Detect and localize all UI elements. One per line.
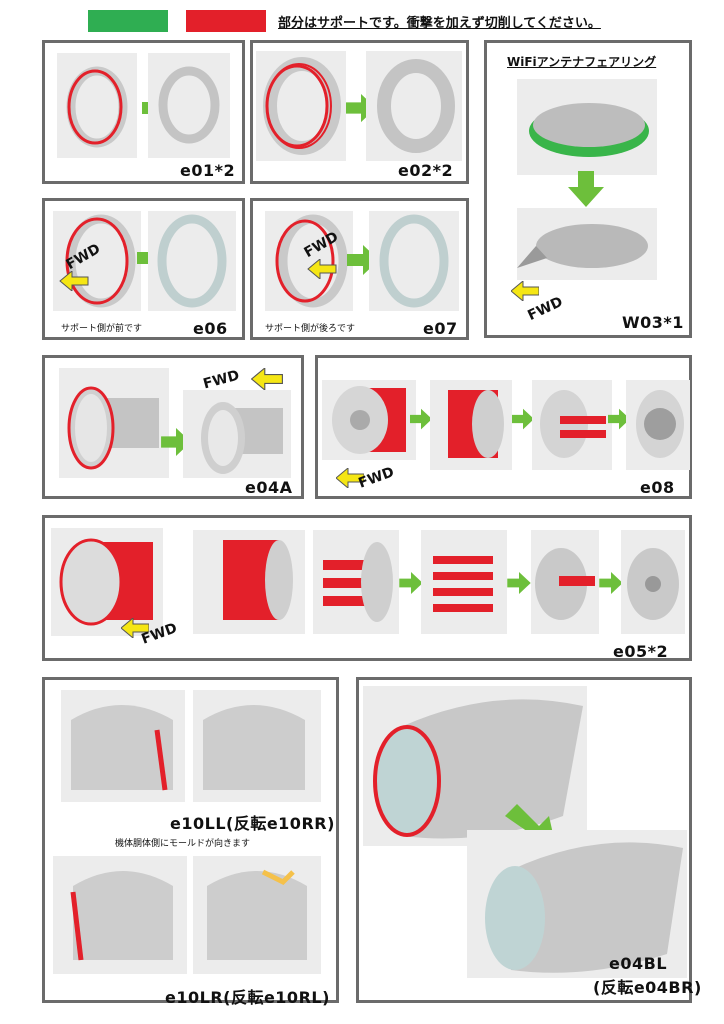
part-label-e04bl: e04BL [609, 954, 668, 973]
panel-e04b: e04BL (反転e04BR) [356, 677, 701, 1003]
fwd-arrow-icon [251, 368, 283, 390]
mold-note: 機体胴体側にモールドが向きます [115, 839, 251, 849]
arrow-right-icon [399, 572, 423, 594]
support-note: サポート側が前です [61, 324, 143, 334]
image-w03-with-support [517, 79, 657, 175]
image-e08-step3 [532, 380, 612, 470]
panel-e01: e01*2 [42, 40, 245, 184]
part-label-e10lr: e10LR(反転e10RL) [165, 988, 330, 1007]
panel-e06: FWD サポート側が前です e06 [42, 198, 245, 340]
image-e05-step4 [531, 530, 599, 634]
panel-e04a: FWD e04A [42, 355, 304, 499]
fwd-label: FWD [201, 367, 242, 393]
legend-red-swatch [186, 10, 266, 32]
image-e05-with-support [51, 528, 163, 636]
image-e01-with-support [57, 53, 137, 158]
part-label-e04br: (反転e04BR) [593, 978, 702, 997]
part-label: e02*2 [398, 161, 454, 180]
part-label: e08 [640, 478, 675, 497]
panel-e07: FWD サポート側が後ろです e07 [250, 198, 469, 340]
image-e06-finished [148, 211, 236, 311]
image-e07-with-support [265, 211, 353, 311]
arrow-down-icon [568, 171, 604, 207]
image-e04a-finished [183, 390, 291, 478]
part-label: e07 [423, 319, 458, 338]
panel-e05: FWD e05*2 [42, 515, 692, 661]
arrow-right-icon [599, 572, 623, 594]
arrow-right-icon [512, 408, 534, 430]
image-e06-with-support [53, 211, 141, 311]
arrow-right-icon [507, 572, 531, 594]
image-e08-finished [626, 380, 690, 470]
legend-green-swatch [88, 10, 168, 32]
image-e05-finished [621, 530, 685, 634]
panel-e02: e02*2 [250, 40, 469, 184]
image-e10ll-finished [193, 690, 321, 802]
image-e08-step1 [322, 380, 416, 460]
image-e01-finished [148, 53, 230, 158]
image-e05-step2 [313, 530, 399, 634]
fwd-arrow-icon [59, 271, 89, 291]
panel-e08: FWD e08 [315, 355, 692, 499]
image-e02-finished [366, 51, 462, 161]
image-e10lr-with-support [53, 856, 187, 974]
image-e07-finished [369, 211, 459, 311]
fwd-arrow-icon [511, 281, 539, 301]
arrow-right-icon [410, 408, 432, 430]
legend-instruction: 部分はサポートです。衝撃を加えず切削してください。 [278, 16, 601, 31]
image-e05-step1 [193, 530, 305, 634]
image-e05-step3 [421, 530, 507, 634]
arrow-right-icon [608, 408, 630, 430]
fwd-arrow-icon [336, 468, 364, 488]
image-e08-step2 [430, 380, 512, 470]
fwd-arrow-icon [121, 618, 149, 638]
part-label-e10ll: e10LL(反転e10RR) [170, 814, 335, 833]
image-e04a-with-support [59, 368, 169, 478]
panel-title: WiFiアンテナフェアリング [507, 55, 657, 69]
image-e02-with-support [256, 51, 346, 161]
image-e04b-finished [467, 830, 687, 978]
image-e10ll-with-support [61, 690, 185, 802]
panel-w03: WiFiアンテナフェアリング FWD W03*1 [484, 40, 692, 338]
fwd-arrow-icon [307, 259, 337, 279]
part-label: e06 [193, 319, 228, 338]
support-note: サポート側が後ろです [265, 324, 356, 334]
part-label: e01*2 [180, 161, 236, 180]
part-label: e04A [245, 478, 293, 497]
part-label: e05*2 [613, 642, 669, 661]
image-w03-finished [517, 208, 657, 280]
image-e10lr-finished [193, 856, 321, 974]
panel-e10: e10LL(反転e10RR) 機体胴体側にモールドが向きます e10LR(反転e… [42, 677, 339, 1007]
part-label: W03*1 [622, 313, 684, 332]
